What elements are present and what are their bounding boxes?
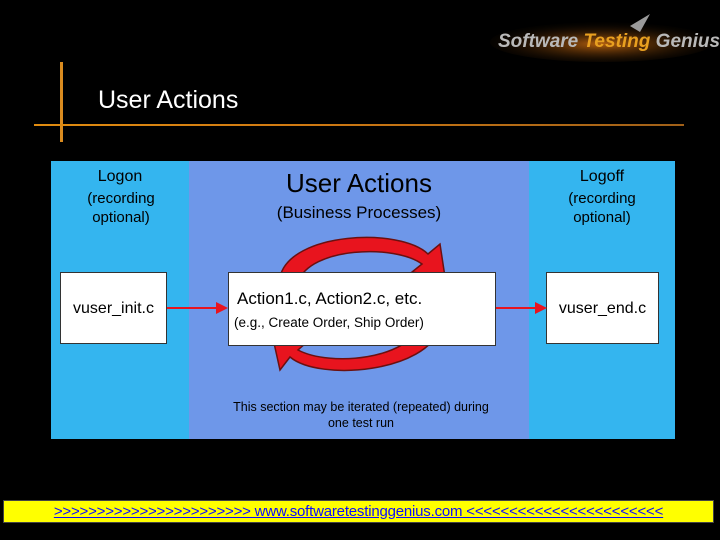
logoff-heading: Logoff <box>579 168 625 185</box>
actions-box: Action1.c, Action2.c, etc. (e.g., Create… <box>228 272 496 346</box>
vuser-end-box: vuser_end.c <box>546 272 659 344</box>
actions-box-examples: (e.g., Create Order, Ship Order) <box>234 315 424 330</box>
vuser-init-label: vuser_init.c <box>73 300 154 317</box>
brand-logo-part2: Testing <box>583 31 651 52</box>
page-title: User Actions <box>98 86 239 114</box>
header-vertical-rule <box>60 62 63 142</box>
vuser-init-box: vuser_init.c <box>60 272 167 344</box>
arrow-init-to-actions <box>167 302 228 314</box>
iteration-note: This section may be iterated (repeated) … <box>233 400 489 430</box>
brand-logo-part3: Genius <box>650 31 720 52</box>
brand-logo-part1: Software <box>498 31 584 52</box>
logon-note: (recording optional) <box>87 190 155 226</box>
brand-logo: Software Testing Genius <box>498 31 720 53</box>
user-actions-subheading: (Business Processes) <box>276 203 442 222</box>
vuser-end-label: vuser_end.c <box>558 300 647 317</box>
footer-link[interactable]: >>>>>>>>>>>>>>>>>>>>>>> www.softwaretest… <box>53 503 664 520</box>
user-actions-heading: User Actions <box>286 168 432 198</box>
logoff-note: (recording optional) <box>568 190 636 226</box>
header-horizontal-rule <box>34 124 684 126</box>
logon-heading: Logon <box>97 168 143 185</box>
actions-box-files: Action1.c, Action2.c, etc. <box>237 289 423 308</box>
footer-bar <box>3 500 714 523</box>
logo-swoosh <box>490 14 715 64</box>
arrow-actions-to-end <box>496 302 547 314</box>
